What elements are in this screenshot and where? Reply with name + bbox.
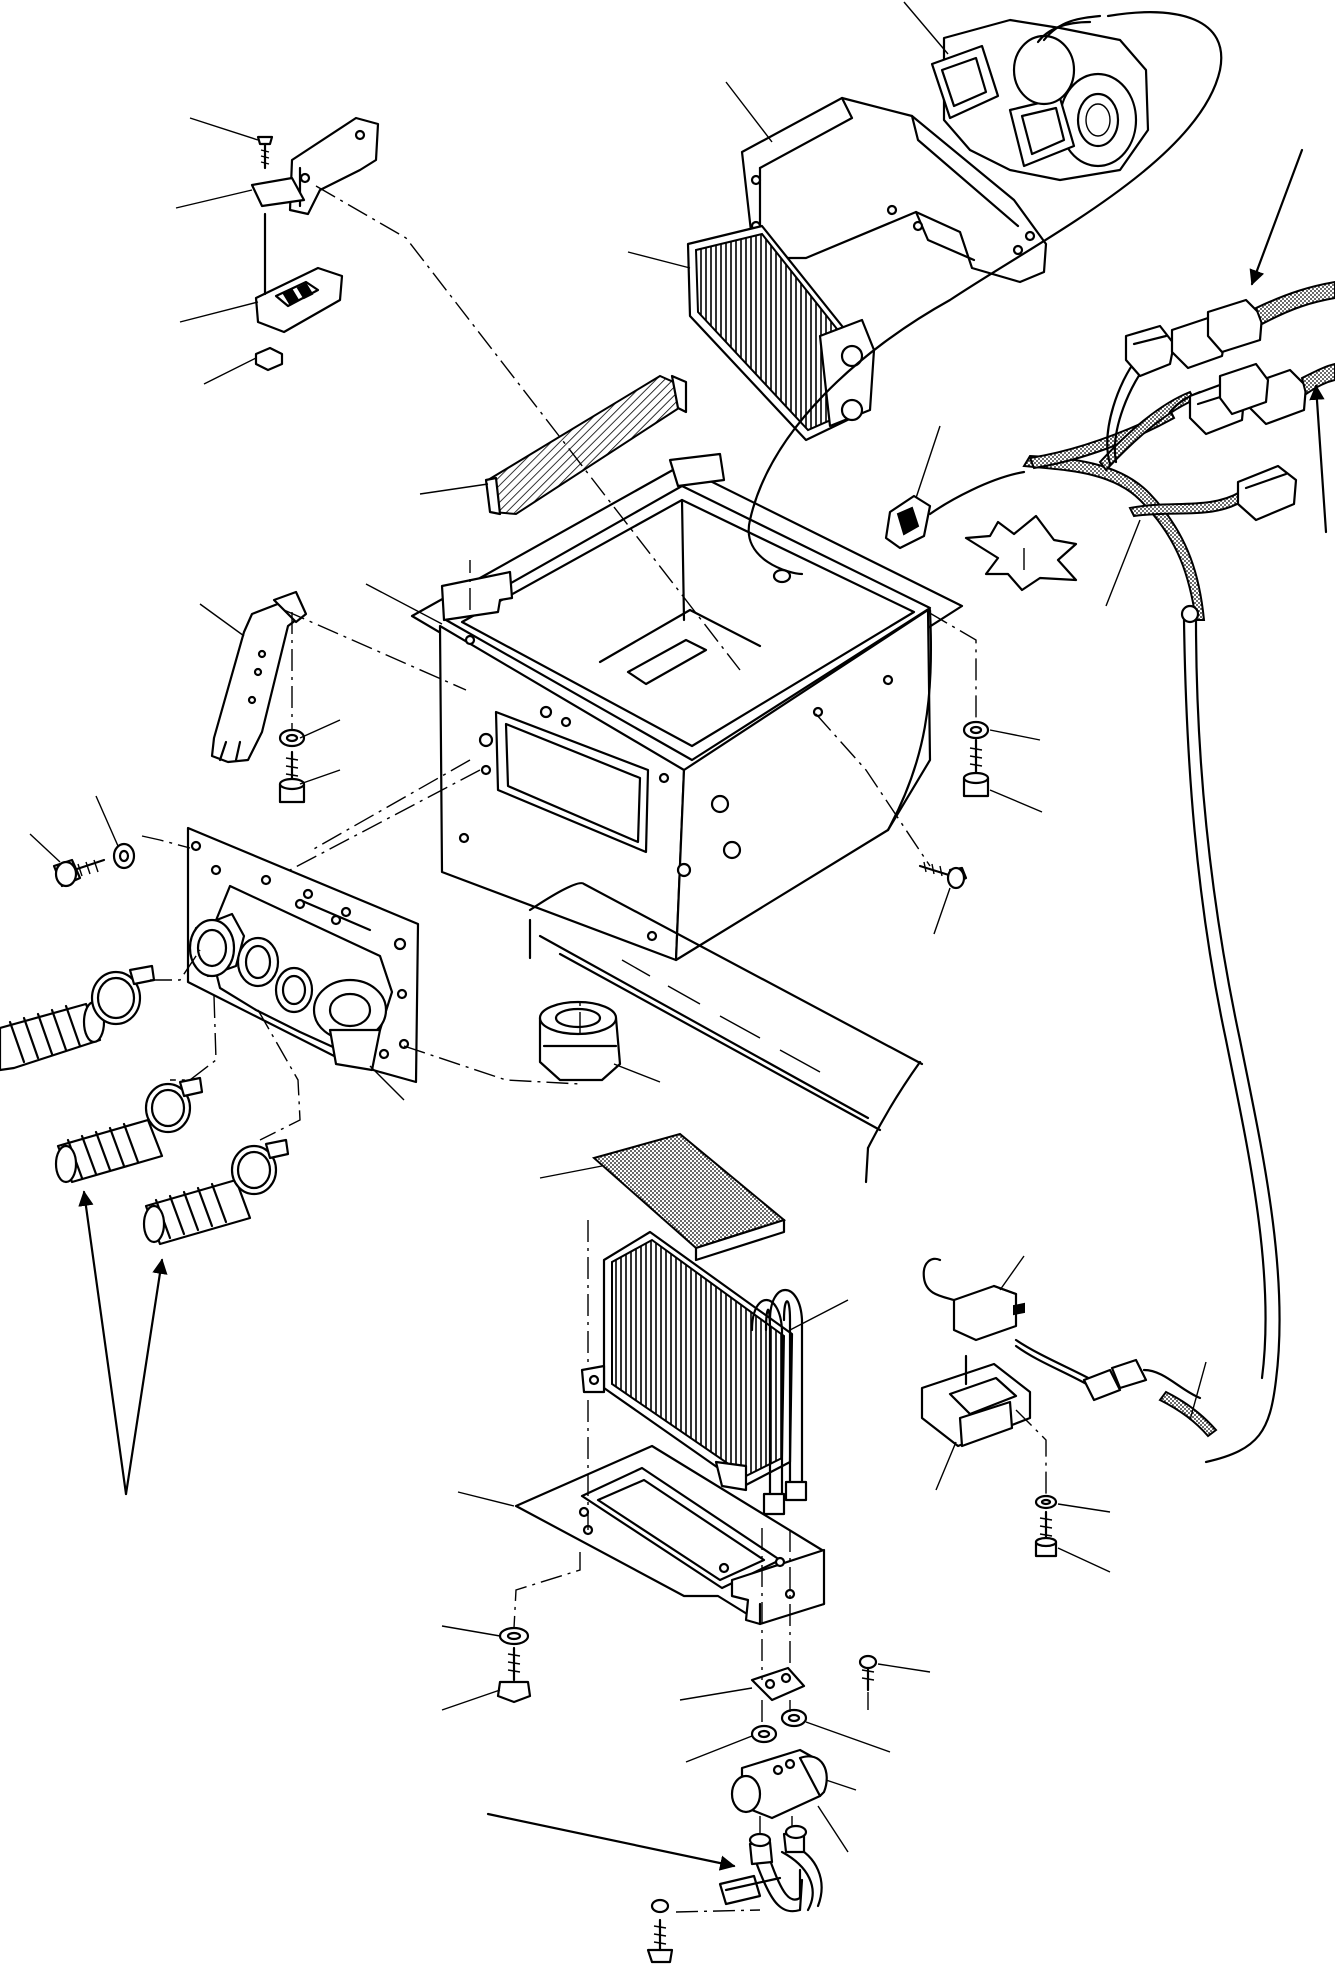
- top-left-relay: [254, 266, 344, 334]
- plate-washer: [498, 1626, 530, 1646]
- top-left-nut: [254, 212, 284, 372]
- top-left-bracket: [250, 116, 380, 216]
- mounting-rubber: [538, 1000, 622, 1082]
- relay-base: [920, 1354, 1032, 1448]
- filter-pad: [591, 1132, 787, 1262]
- evaporator-base-plate: [514, 1444, 826, 1626]
- top-left-screw: [256, 135, 274, 170]
- floor-panel-section: [528, 882, 924, 1184]
- direction-arrows: [78, 148, 1328, 1871]
- outlet-ring-boss: [312, 978, 388, 1072]
- flex-hose-2: [54, 1118, 164, 1184]
- flange-washer: [112, 842, 136, 870]
- valve-pipe-fitting: [718, 1824, 823, 1913]
- heater-housing: [410, 452, 964, 962]
- relay-harness: [1014, 1338, 1218, 1438]
- fitting-screw: [646, 1918, 674, 1964]
- hose-clamp-3: [230, 1138, 290, 1196]
- wire-grommet: [884, 470, 1026, 550]
- side-tapping-screw: [918, 861, 968, 890]
- assembly-centerlines: [141, 185, 1047, 1913]
- valve-o-ring-right: [780, 1708, 808, 1728]
- hose-clamp-2: [144, 1076, 204, 1134]
- right-housing-screw: [962, 738, 990, 798]
- valve-gasket: [750, 1666, 806, 1702]
- outlet-nozzle-2: [236, 936, 280, 988]
- main-wiring-harness: [964, 280, 1335, 1464]
- foam-seal-strip: [484, 374, 688, 516]
- plate-bolt: [496, 1646, 532, 1704]
- expansion-valve: [730, 1748, 828, 1820]
- left-bracket-bolt: [278, 750, 306, 804]
- flex-hose-1: [0, 1000, 106, 1072]
- relay-washer: [1034, 1494, 1058, 1510]
- callout-leaders: [29, 1, 1207, 1853]
- relay-screw: [1034, 1510, 1058, 1558]
- right-housing-washer: [962, 720, 990, 740]
- resistor-relay: [922, 1257, 1025, 1342]
- outlet-nozzle-1: [188, 912, 246, 978]
- blower-motor-wire: [747, 11, 1223, 576]
- housing-side-bracket: [210, 590, 308, 764]
- heater-core-top: [686, 224, 876, 442]
- evaporator-core: [580, 1230, 808, 1516]
- valve-o-ring-left: [750, 1724, 778, 1744]
- fitting-washer: [650, 1898, 670, 1914]
- outlet-nozzle-3: [274, 966, 314, 1014]
- valve-screw: [858, 1654, 878, 1692]
- hose-clamp-1: [90, 964, 156, 1026]
- flex-hose-3: [142, 1178, 252, 1246]
- blower-motor: [930, 14, 1150, 182]
- flange-bolt: [52, 858, 106, 888]
